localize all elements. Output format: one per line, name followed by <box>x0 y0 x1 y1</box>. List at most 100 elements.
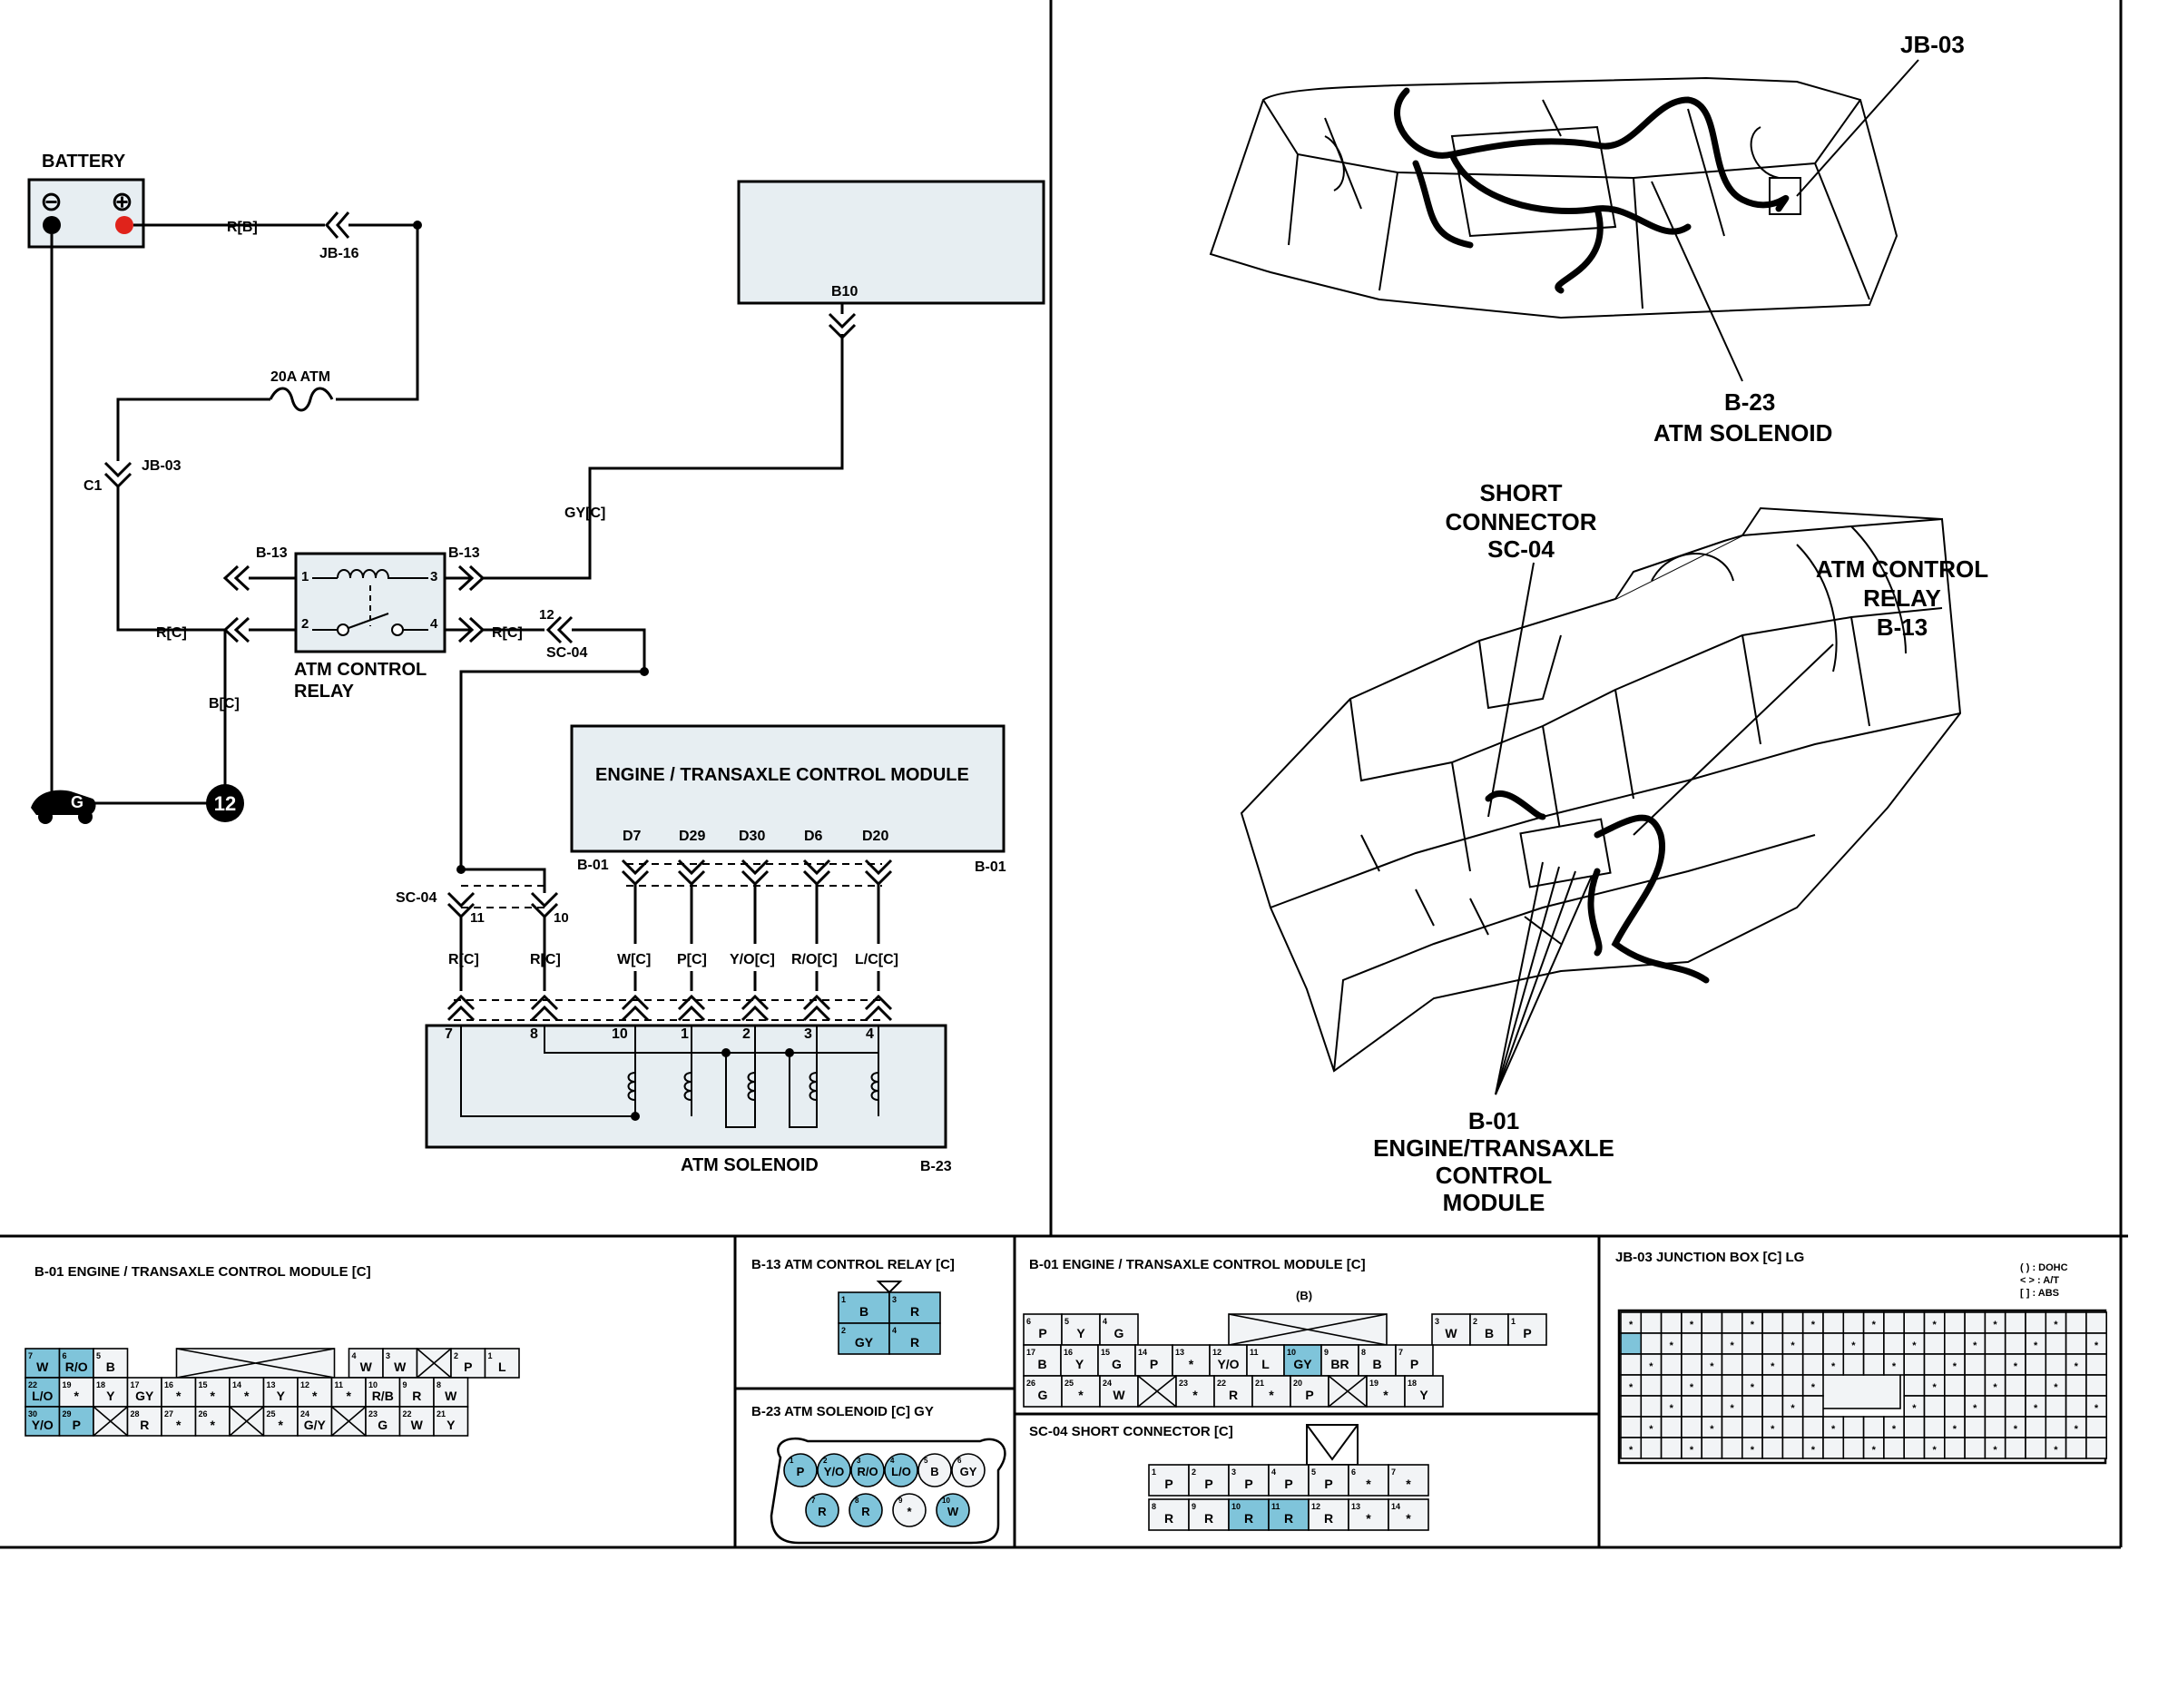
pin-wire-color: L/O <box>891 1465 911 1478</box>
pin-number: 13 <box>1175 1348 1184 1357</box>
jb03-cell: * <box>1923 1437 1946 1459</box>
pin-wire-color: W <box>1113 1388 1125 1402</box>
pin-number: 18 <box>1408 1379 1417 1388</box>
jb03-cell <box>1984 1395 2006 1418</box>
jb03-cell <box>1741 1353 1763 1376</box>
pin-wire-color: GY <box>135 1389 154 1403</box>
b01-left-cell: 22W <box>398 1406 435 1437</box>
pin-number: 16 <box>1064 1348 1073 1357</box>
pin-number: 23 <box>1179 1379 1188 1388</box>
pin-number: 1 <box>1511 1317 1516 1326</box>
svg-text:*: * <box>1649 1361 1653 1372</box>
svg-text:*: * <box>1892 1424 1897 1435</box>
location-label-short: SHORT <box>1480 479 1563 506</box>
engine-bay-drawing <box>1209 76 1898 319</box>
jb03-cell <box>1781 1437 1804 1459</box>
solenoid-pin-1: 1 <box>681 1026 689 1042</box>
svg-text:*: * <box>1872 1320 1877 1330</box>
sc04-cell: 7* <box>1388 1464 1429 1497</box>
jb03-cell: * <box>1923 1374 1946 1397</box>
pin-number: 1 <box>1152 1468 1156 1477</box>
jb03-cell: * <box>1721 1395 1743 1418</box>
jb03-cell <box>1964 1311 1987 1334</box>
connector-label-sc04-left: SC-04 <box>396 890 437 906</box>
jb03-cell: * <box>1660 1332 1683 1355</box>
pin-wire-color: Y <box>106 1389 115 1403</box>
solenoid-pin-7: 7 <box>445 1026 453 1042</box>
pin-wire-color: R <box>1204 1511 1213 1526</box>
sc04-pin-11: 11 <box>470 910 485 926</box>
b01-left-cell: 14* <box>229 1377 265 1408</box>
jb03-legend-dohc: ( ) : DOHC <box>2020 1262 2068 1273</box>
svg-text:*: * <box>2075 1361 2079 1372</box>
jb03-cell <box>1964 1437 1987 1459</box>
jb03-cell <box>1944 1395 1966 1418</box>
pin-wire-color: * <box>74 1389 80 1403</box>
pin-wire-color: R/O <box>857 1465 878 1478</box>
pin-number: 3 <box>892 1295 897 1304</box>
jb03-cell: * <box>1741 1374 1763 1397</box>
jb03-cell: * <box>1640 1353 1663 1376</box>
jb03-cell <box>2065 1437 2087 1459</box>
jb03-cell <box>1781 1353 1804 1376</box>
svg-text:*: * <box>1892 1361 1897 1372</box>
pin-wire-color: * <box>1406 1511 1411 1526</box>
pin-number: 15 <box>1101 1348 1110 1357</box>
svg-text:*: * <box>1629 1445 1634 1456</box>
pin-wire-color: Y <box>277 1389 286 1403</box>
b01-left-cell: 30Y/O <box>25 1406 61 1437</box>
dashboard-drawing <box>1240 506 1962 1073</box>
connector-label-b23: B-23 <box>920 1159 952 1174</box>
pin-number: 8 <box>1152 1502 1156 1511</box>
pin-wire-color: P <box>1244 1477 1252 1491</box>
b23-title: B-23 ATM SOLENOID [C] GY <box>751 1404 934 1419</box>
jb03-cell <box>1801 1353 1824 1376</box>
pin-wire-color: G <box>378 1418 388 1432</box>
pin-number: 7 <box>1391 1468 1396 1477</box>
b01-right-b-label: (B) <box>1296 1289 1312 1302</box>
jb03-cell <box>1701 1374 1723 1397</box>
pin-number: 19 <box>63 1380 72 1389</box>
svg-text:*: * <box>1933 1320 1938 1330</box>
jb03-cell: * <box>1801 1437 1824 1459</box>
jb03-cell <box>1822 1437 1845 1459</box>
b01-right-cell: 17B <box>1023 1344 1062 1377</box>
connector-views: B-01 ENGINE / TRANSAXLE CONTROL MODULE [… <box>25 1250 2107 1545</box>
b01-right-cell: 14P <box>1134 1344 1173 1377</box>
svg-text:*: * <box>1751 1320 1755 1330</box>
jb03-cell <box>2004 1374 2026 1397</box>
jb03-cell: * <box>2085 1395 2107 1418</box>
b01-left-cell: 10R/B <box>365 1377 401 1408</box>
pin-number: 12 <box>300 1380 309 1389</box>
pin-number: 12 <box>1212 1348 1221 1357</box>
pin-wire-color: B <box>1485 1326 1494 1340</box>
jb03-cell: * <box>2004 1416 2026 1438</box>
pin-number: 3 <box>857 1457 861 1465</box>
pin-number: 21 <box>437 1409 446 1418</box>
jb03-cell: * <box>1781 1395 1804 1418</box>
pin-number: 24 <box>300 1409 309 1418</box>
wire-label-rc-right: R[C] <box>492 625 523 641</box>
svg-text:*: * <box>1993 1320 1997 1330</box>
jb03-cell <box>1903 1311 1926 1334</box>
pin-wire-color: P <box>1523 1326 1531 1340</box>
b01-right-cell: 19* <box>1366 1375 1406 1408</box>
jb03-cell: * <box>1822 1353 1845 1376</box>
jb03-cell <box>1620 1353 1643 1376</box>
jb03-cell <box>1761 1374 1784 1397</box>
connector-label-jb16: JB-16 <box>319 246 359 261</box>
b01-right-cell-blank <box>1328 1375 1368 1408</box>
connector-label-b13-left: B-13 <box>256 545 288 561</box>
jb03-cell <box>1761 1395 1784 1418</box>
jb03-cell <box>1903 1353 1926 1376</box>
b01-left-cell: 16* <box>161 1377 197 1408</box>
pin-wire-color: * <box>347 1389 352 1403</box>
pin-wire-color: P <box>73 1418 81 1432</box>
b13-cell: 2GY <box>838 1322 890 1355</box>
pin-number: 22 <box>28 1380 37 1389</box>
b01-left-title: B-01 ENGINE / TRANSAXLE CONTROL MODULE [… <box>34 1264 371 1280</box>
jb03-cell <box>1761 1332 1784 1355</box>
jb03-cell: * <box>1883 1353 1905 1376</box>
pin-number: 10 <box>368 1380 378 1389</box>
